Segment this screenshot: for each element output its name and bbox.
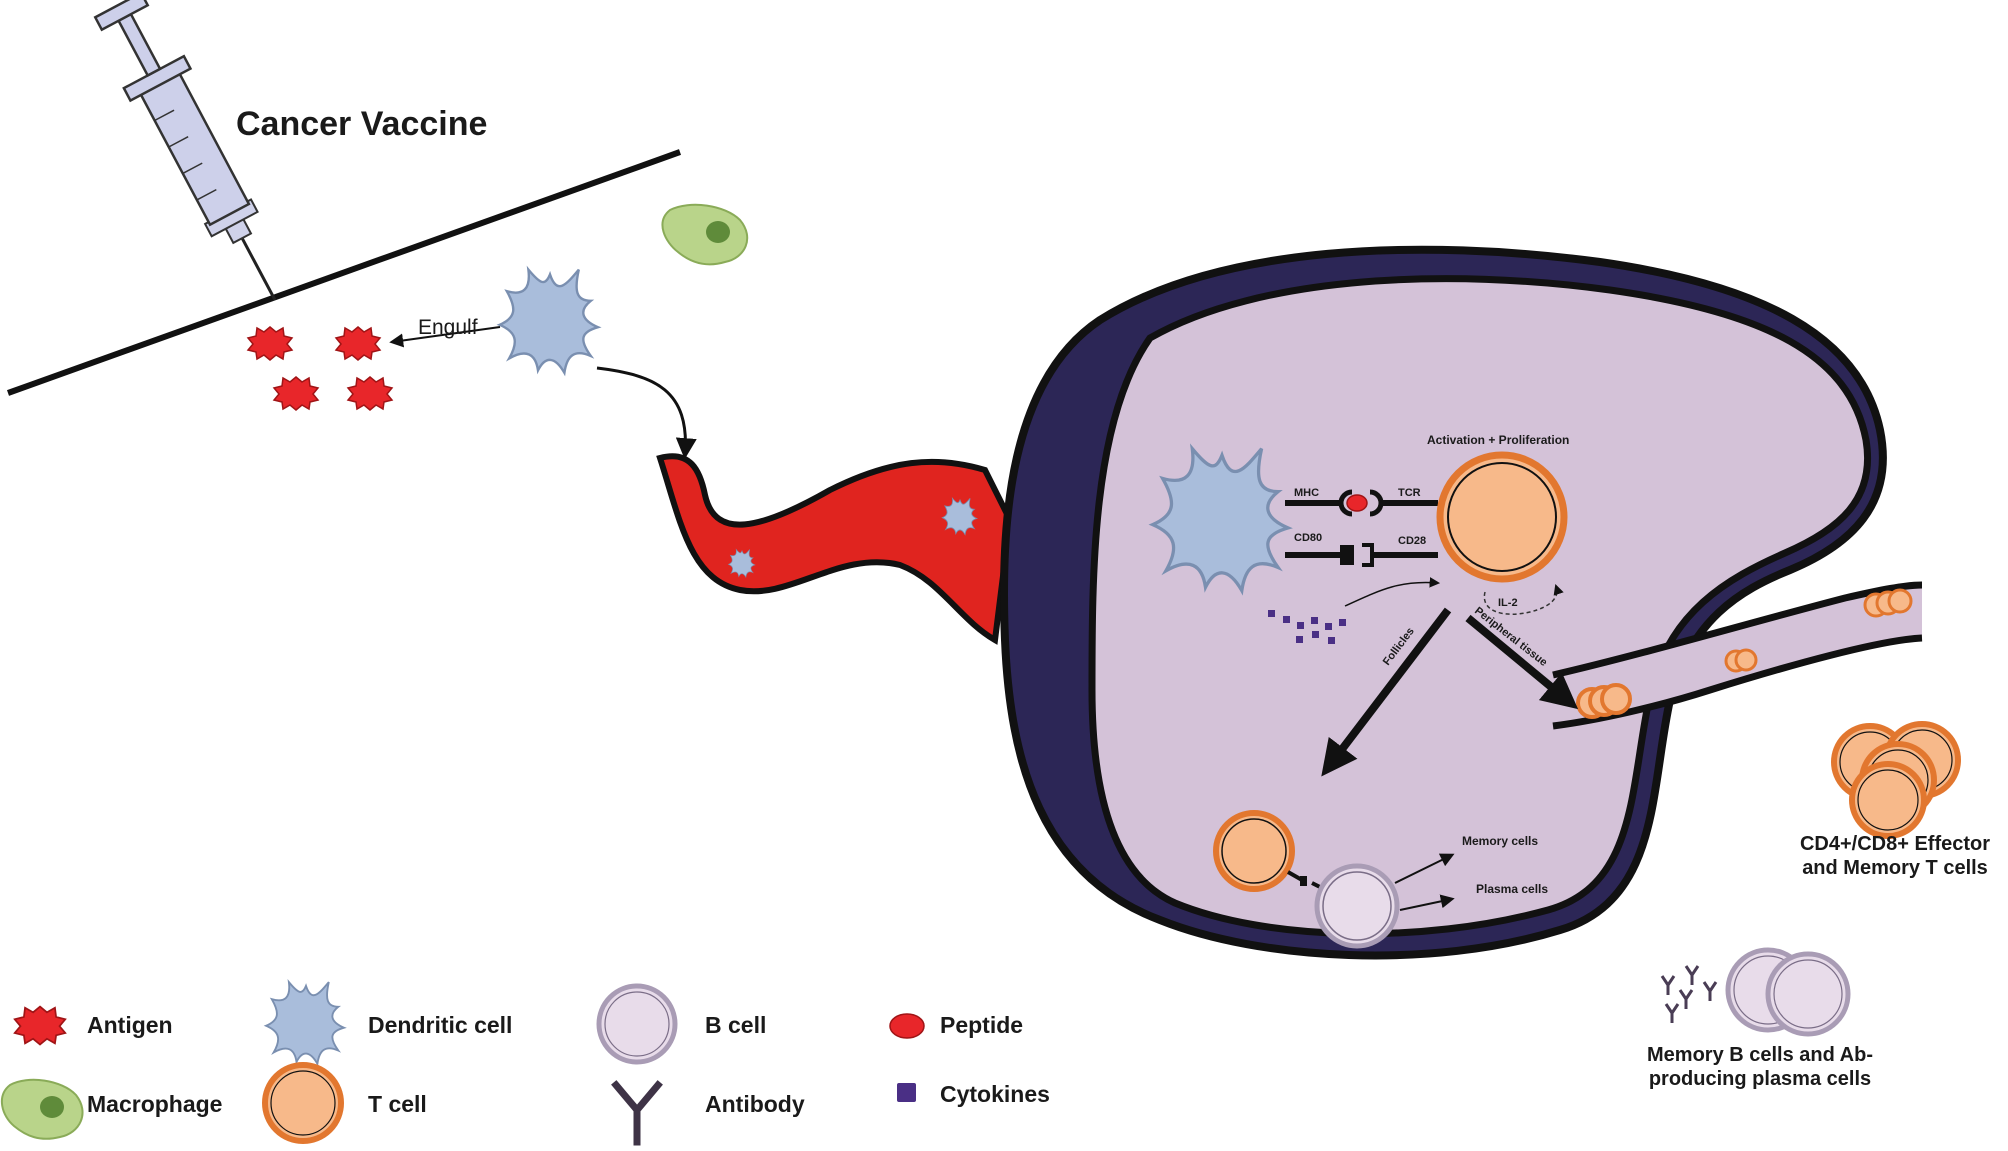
legend-bcell-label: B cell	[705, 1012, 766, 1038]
plasma-arrow	[1399, 894, 1455, 911]
tcr-label: TCR	[1398, 487, 1421, 499]
title-cancer-vaccine: Cancer Vaccine	[236, 105, 487, 143]
t-cell-icon	[1863, 588, 1913, 618]
cd80-label: CD80	[1294, 532, 1322, 544]
mhc-label: MHC	[1294, 487, 1319, 499]
effector-label-line1: CD4+/CD8+ Effector	[1800, 833, 1990, 855]
peptide-icon	[889, 1013, 925, 1039]
cytokine-icon	[1268, 610, 1346, 644]
legend: Antigen Dendritic cell B cell Peptide Ma…	[0, 981, 1050, 1146]
antigen-icon	[347, 376, 393, 411]
antigen-icon	[247, 326, 293, 361]
synapse-receptors	[1285, 489, 1438, 567]
t-cell-icon	[1436, 451, 1568, 583]
antigen-icon	[335, 326, 381, 361]
effector-label-line2: and Memory T cells	[1802, 857, 1988, 879]
peripheral-arrow	[1465, 614, 1579, 710]
migration-arrow	[596, 366, 697, 460]
memoryb-label-line2: producing plasma cells	[1649, 1068, 1871, 1090]
afferent-lymph-vessel	[656, 453, 1014, 645]
antigen-icon	[273, 376, 319, 411]
b-cell-icon	[596, 983, 678, 1065]
cytokine-arrow	[1344, 577, 1441, 607]
memory-b-cells-icon	[1725, 947, 1851, 1037]
effector-t-cells-icon	[1831, 721, 1961, 839]
t-cell-icon	[1576, 683, 1632, 719]
b-cell-icon	[1314, 863, 1400, 949]
dendritic-cell-icon	[265, 981, 345, 1065]
memory-cells-label: Memory cells	[1462, 834, 1538, 848]
memoryb-label-line1: Memory B cells and Ab-	[1647, 1044, 1873, 1066]
legend-tcell-label: T cell	[368, 1091, 427, 1117]
engulf-label: Engulf	[418, 316, 478, 339]
macrophage-icon	[0, 1078, 84, 1140]
legend-antibody-label: Antibody	[705, 1091, 805, 1117]
legend-macrophage-label: Macrophage	[87, 1091, 222, 1117]
memory-arrow	[1394, 853, 1455, 884]
antigen-icon	[13, 1005, 67, 1046]
lymph-node-interior	[1088, 275, 1871, 938]
skin-line	[6, 149, 682, 396]
follicles-arrow	[1321, 607, 1452, 777]
il2-loop	[1483, 584, 1564, 615]
t-cell-icon	[1213, 810, 1295, 892]
cd28-label: CD28	[1398, 535, 1426, 547]
legend-peptide-label: Peptide	[940, 1012, 1023, 1038]
cytokine-icon	[897, 1083, 916, 1102]
t-cell-icon	[262, 1062, 344, 1144]
legend-antigen-label: Antigen	[87, 1012, 173, 1038]
t-cell-icon	[1724, 648, 1758, 673]
antibody-icon	[1660, 965, 1718, 1023]
macrophage-icon	[661, 203, 749, 266]
activation-label: Activation + Proliferation	[1427, 433, 1569, 447]
il2-label: IL-2	[1498, 597, 1518, 609]
plasma-cells-label: Plasma cells	[1476, 882, 1548, 896]
antibody-icon	[611, 1080, 663, 1146]
legend-dendritic-label: Dendritic cell	[368, 1012, 512, 1038]
legend-cytokines-label: Cytokines	[940, 1081, 1050, 1107]
dendritic-cell-icon	[498, 268, 600, 374]
syringe-icon	[93, 0, 277, 301]
engulf-arrow	[389, 326, 501, 348]
